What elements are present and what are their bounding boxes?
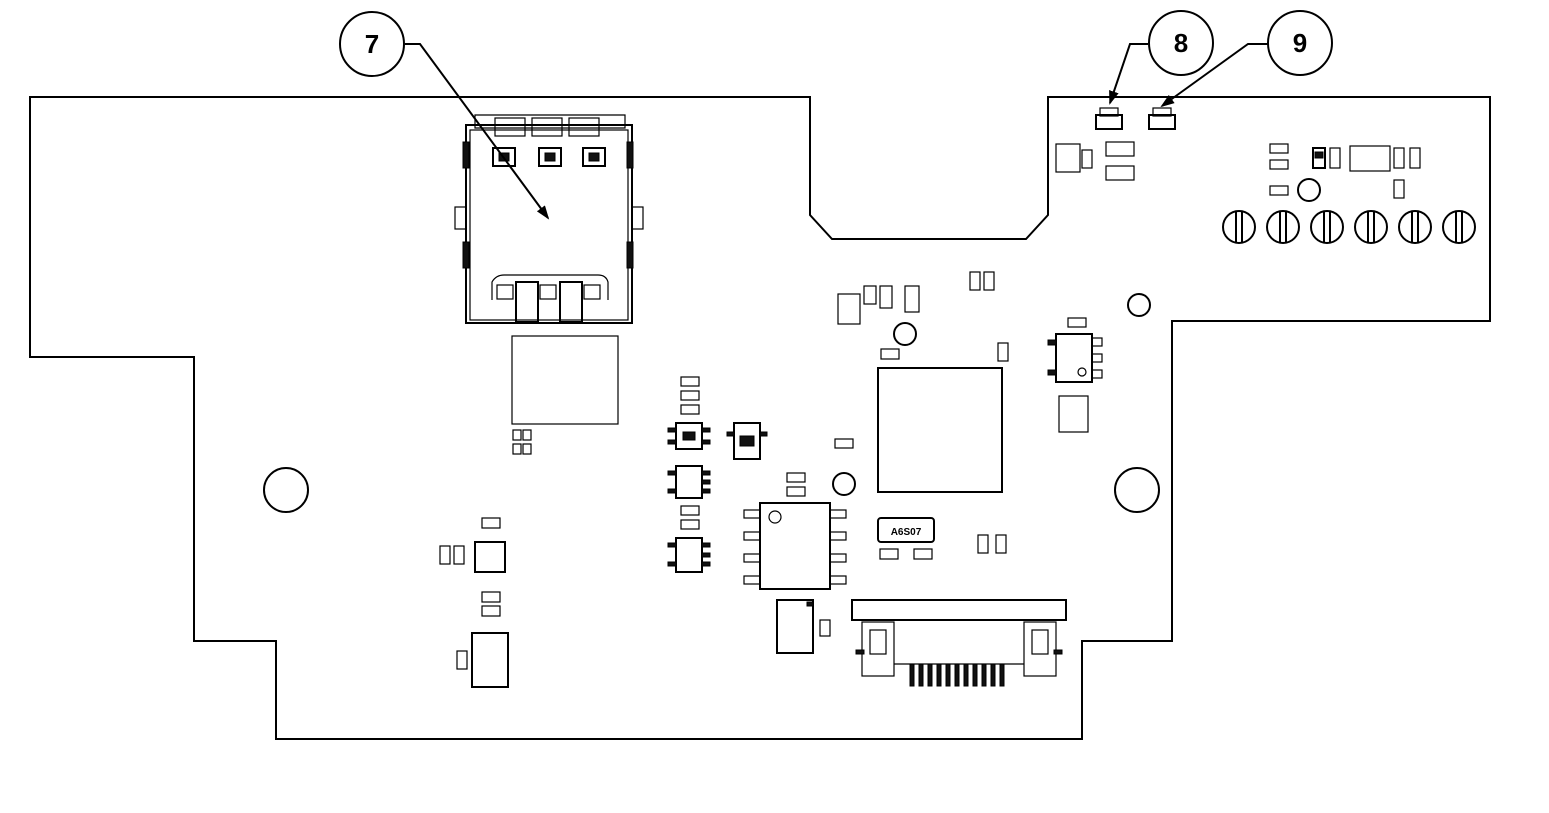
ribbon-connector (851, 599, 1067, 687)
right-components (1047, 317, 1103, 433)
callout-label-7: 7 (365, 29, 379, 59)
leader-line-9 (1160, 43, 1268, 108)
via-hole (1127, 293, 1151, 317)
smd-pad (522, 429, 532, 441)
smd-pad (522, 443, 532, 455)
callout-label-9: 9 (1293, 28, 1307, 58)
smd-pad (512, 443, 522, 455)
via-hole (832, 472, 856, 496)
smd-pad (512, 429, 522, 441)
marked-chip: A6S07 (877, 517, 1007, 560)
right-cluster (1269, 143, 1421, 199)
callout-9: 9 (1267, 10, 1333, 76)
callout-8: 8 (1148, 10, 1214, 76)
ic-package (511, 335, 619, 425)
leader-line-8 (1109, 43, 1148, 105)
mounting-hole-right (1114, 467, 1160, 513)
via-hole (1297, 178, 1321, 202)
callout-label-8: 8 (1174, 28, 1188, 58)
soic-chip (743, 472, 847, 654)
main-processor (834, 271, 1009, 493)
mounting-hole-left (263, 467, 309, 513)
card-connector (454, 114, 644, 324)
mid-components (667, 376, 768, 573)
leader-line-7 (405, 43, 550, 220)
board-outline (29, 96, 1491, 740)
left-components (439, 517, 509, 688)
chip-marking: A6S07 (891, 527, 922, 538)
pad-row (1222, 210, 1476, 244)
callout-7: 7 (339, 11, 405, 77)
via-hole (893, 322, 917, 346)
led-components (1055, 107, 1176, 181)
